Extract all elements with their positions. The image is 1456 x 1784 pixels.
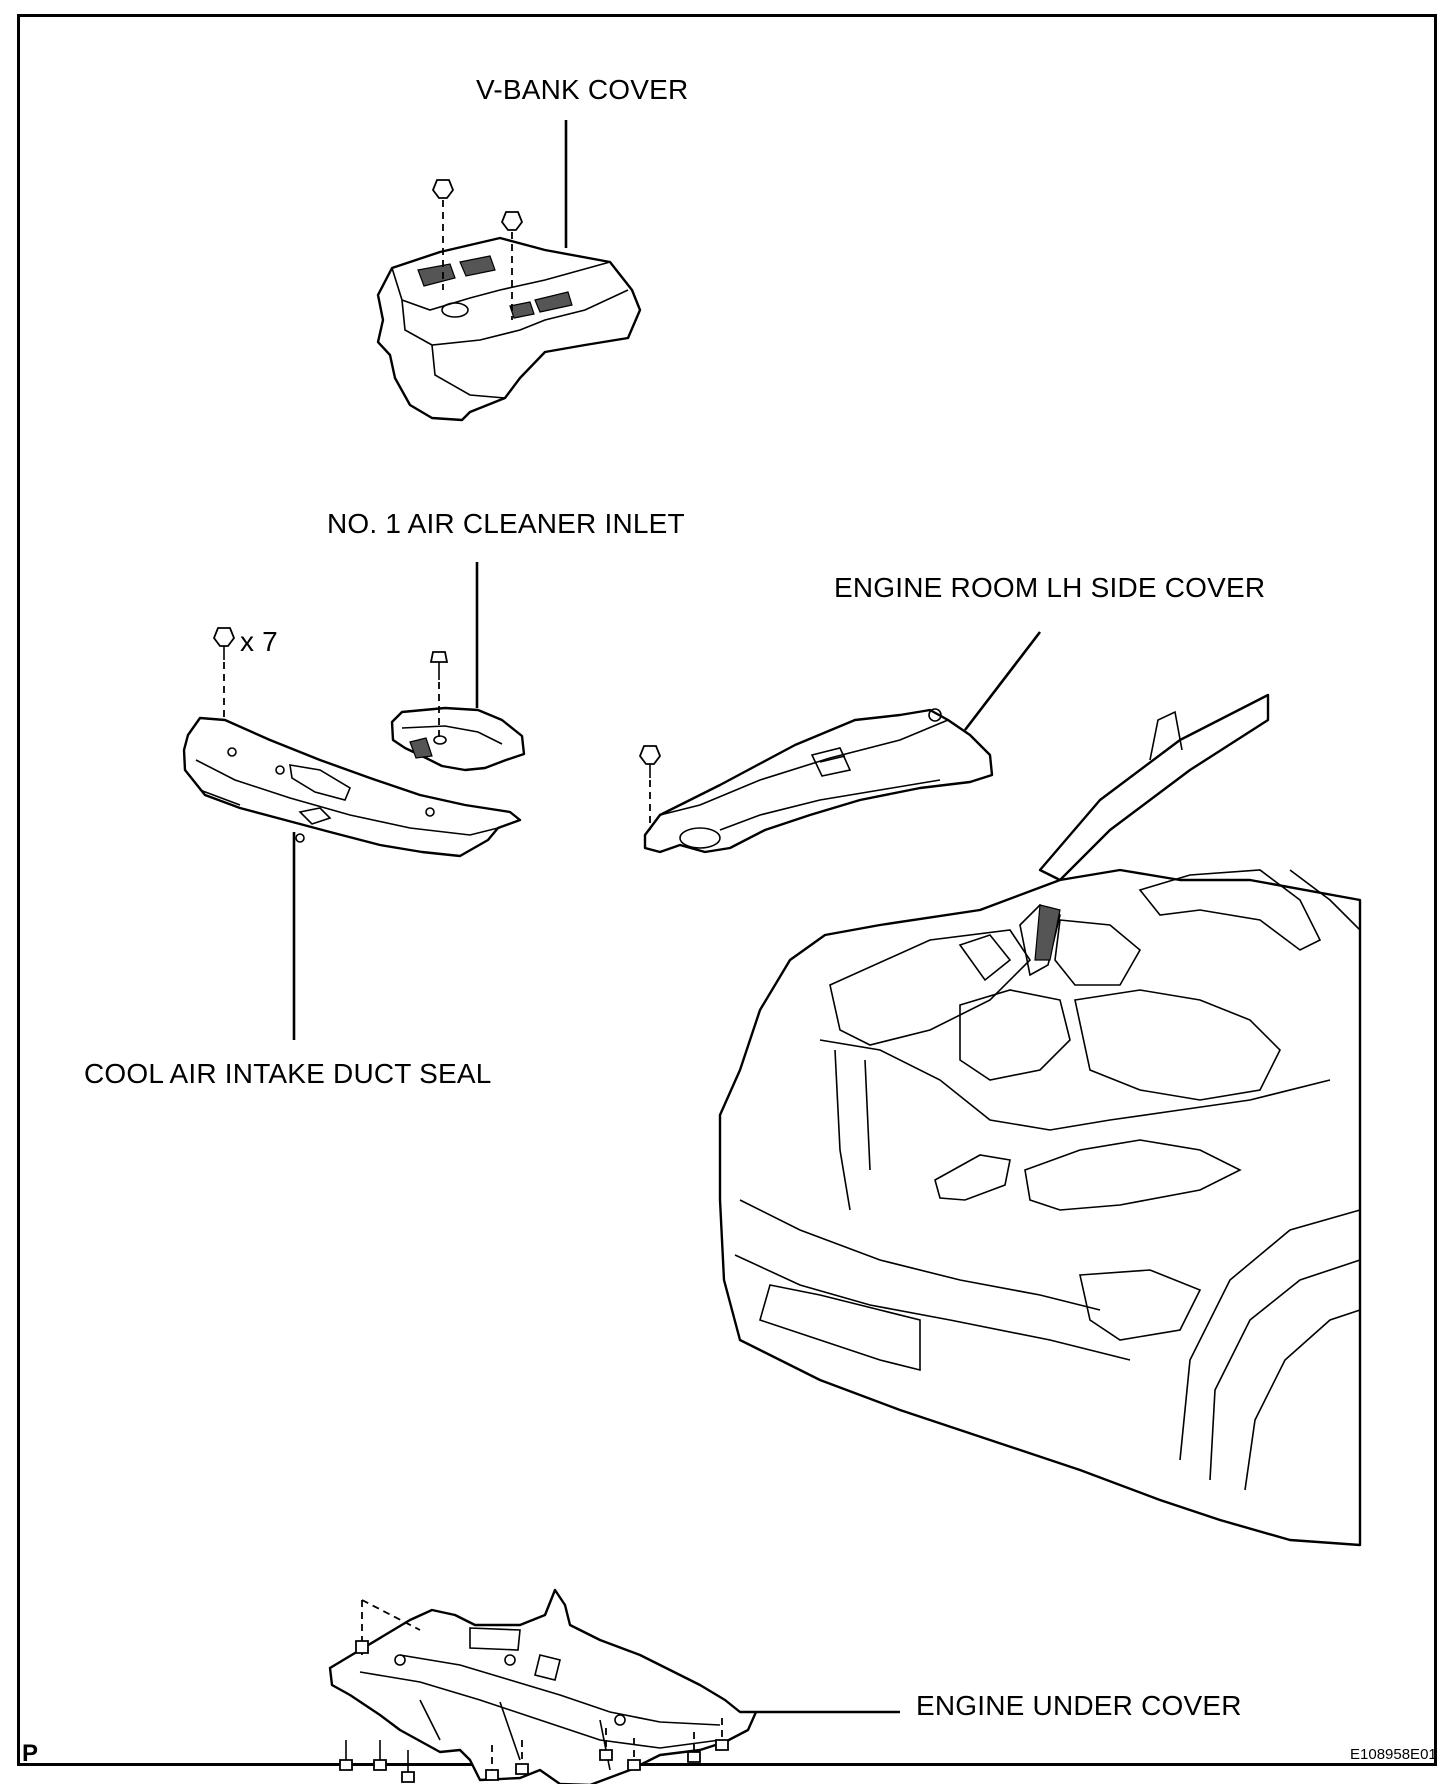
- engine-room-lh-side-cover-label: ENGINE ROOM LH SIDE COVER: [834, 572, 1266, 603]
- engine-under-cover-label: ENGINE UNDER COVER: [916, 1690, 1242, 1721]
- reference-code: E108958E01: [1350, 1746, 1437, 1763]
- clip-quantity-label: x 7: [240, 626, 278, 657]
- cool-air-intake-duct-seal-label: COOL AIR INTAKE DUCT SEAL: [84, 1058, 492, 1089]
- lh-side-cover-clip: [638, 745, 662, 830]
- duct-seal-clip: [212, 627, 236, 722]
- v-bank-cover-nuts: [431, 179, 524, 320]
- lh-side-cover-leader: [963, 631, 1042, 731]
- v-bank-cover-label: V-BANK COVER: [476, 74, 689, 105]
- diagram-frame: [17, 14, 1437, 1766]
- air-cleaner-inlet-part: [390, 706, 526, 772]
- page-letter: P: [22, 1740, 39, 1767]
- vehicle-front-illustration: [718, 693, 1362, 1547]
- air-cleaner-inlet-bolt: [429, 651, 449, 738]
- cool-air-intake-duct-seal-part: [182, 716, 522, 858]
- engine-under-cover-part: [328, 1588, 758, 1784]
- air-cleaner-inlet-label: NO. 1 AIR CLEANER INLET: [327, 508, 685, 539]
- v-bank-cover-part: [376, 236, 642, 422]
- engine-room-lh-side-cover-part: [643, 708, 994, 854]
- engine-under-cover-bolts: [339, 1599, 729, 1783]
